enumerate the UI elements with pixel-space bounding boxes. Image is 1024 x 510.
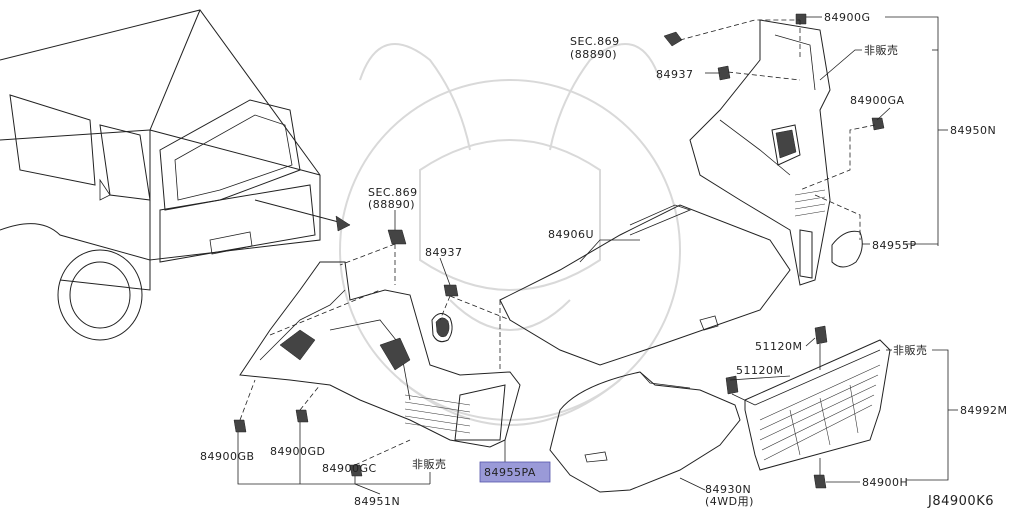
label-84900G: 84900G xyxy=(824,11,871,24)
side-trim-lower xyxy=(233,229,521,477)
label-84900H: 84900H xyxy=(862,476,908,489)
label-51120M-b: 51120M xyxy=(736,364,783,377)
label-sec869-top-ref: (88890) xyxy=(570,48,617,61)
label-84900GC: 84900GC xyxy=(322,462,377,475)
label-sec869-left: SEC.869 xyxy=(368,186,418,199)
label-84906U: 84906U xyxy=(548,228,594,241)
label-84937-top: 84937 xyxy=(656,68,694,81)
label-84955P: 84955P xyxy=(872,239,917,252)
label-84900GA: 84900GA xyxy=(850,94,905,107)
label-sec869-top: SEC.869 xyxy=(570,35,620,48)
label-hanbai-bottom: 非販売 xyxy=(412,458,447,471)
label-51120M-a: 51120M xyxy=(755,340,802,353)
label-84930N-note: (4WD用) xyxy=(705,495,754,508)
label-84955PA: 84955PA xyxy=(484,466,536,479)
leader-lines xyxy=(237,16,958,495)
label-hanbai-right: 非販売 xyxy=(893,344,928,357)
label-84937-left: 84937 xyxy=(425,246,463,259)
spare-mat xyxy=(549,371,741,493)
floor-mat xyxy=(499,204,791,366)
label-hanbai-top: 非販売 xyxy=(864,44,899,57)
label-sec869-left-ref: (88890) xyxy=(368,198,415,211)
label-84930N: 84930N xyxy=(705,483,751,496)
vehicle-rear-view xyxy=(0,9,351,341)
label-84992M: 84992M xyxy=(960,404,1007,417)
label-84900GB: 84900GB xyxy=(200,450,255,463)
rear-finisher xyxy=(725,325,891,489)
side-trim-upper xyxy=(663,13,885,286)
highlight-box xyxy=(479,461,551,483)
callout-labels: SEC.869 (88890) 84937 84900G 非販売 84900GA… xyxy=(200,11,1007,509)
diagram-code: J84900K6 xyxy=(927,494,994,509)
label-84951N: 84951N xyxy=(354,495,400,508)
label-84950N: 84950N xyxy=(950,124,996,137)
label-84900GD: 84900GD xyxy=(270,445,326,458)
